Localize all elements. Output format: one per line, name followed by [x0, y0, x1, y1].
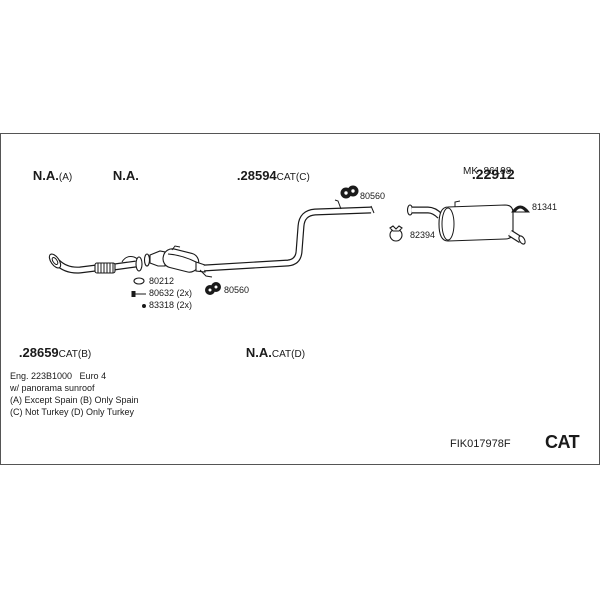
part-variant: CAT(B) [58, 349, 92, 360]
bolt-icon [131, 291, 146, 297]
part-variant: (A) [58, 172, 73, 183]
note-line: (C) Not Turkey (D) Only Turkey [10, 407, 135, 417]
note-line: (A) Except Spain (B) Only Spain [10, 395, 139, 405]
part-number: .28659 [18, 345, 59, 360]
center-pipe [203, 199, 375, 272]
flange-gasket [143, 253, 151, 267]
part-number: N.A. [112, 168, 139, 183]
accessory-number: 80560 [224, 285, 250, 295]
rear-muffler [406, 200, 526, 245]
drawing-code: FIK017978F [450, 438, 511, 450]
system-type: CAT [545, 432, 580, 452]
part-variant: CAT(D) [271, 349, 306, 360]
note-line: w/ panorama sunroof [10, 383, 95, 393]
part-label-rear-muffler: .22912 [463, 151, 515, 183]
application-notes: Eng. 223B1000 Euro 4 w/ panorama sunroof… [10, 370, 139, 418]
part-label-cat-b: .28659CAT(B) [10, 329, 91, 361]
gasket-icon [133, 277, 145, 285]
note-line: Eng. 223B1000 Euro 4 [10, 371, 107, 381]
accessory-number: 83318 (2x) [149, 300, 193, 310]
flex-section [94, 262, 116, 274]
accessory-number: 82394 [410, 230, 436, 240]
front-pipe [48, 253, 151, 274]
rubber-mount-icon [340, 185, 359, 199]
accessory-number: 80632 (2x) [149, 288, 193, 298]
part-variant: CAT(C) [276, 172, 310, 183]
mounting-kit-number: MK 86198 [463, 166, 512, 177]
hanger-bracket-icon [511, 205, 531, 213]
pipe-clamp-icon [389, 225, 403, 242]
part-number: .22912 [471, 166, 515, 182]
accessory-number: 81341 [532, 202, 558, 212]
part-label-front-pipe-a: N.A.(A) [24, 152, 72, 184]
accessory-number: 80560 [360, 191, 386, 201]
part-number: N.A. [32, 168, 59, 183]
catalytic-converter [149, 245, 213, 278]
part-number: N.A. [245, 345, 272, 360]
part-label-front-pipe: N.A. [104, 152, 139, 184]
nut-icon [142, 304, 146, 308]
accessory-number: 80212 [149, 276, 175, 286]
rubber-mount-icon [205, 282, 221, 295]
part-number: .28594 [236, 168, 277, 183]
part-label-cat-d: N.A.CAT(D) [237, 329, 305, 361]
part-label-cat-c: .28594CAT(C) [228, 152, 310, 184]
